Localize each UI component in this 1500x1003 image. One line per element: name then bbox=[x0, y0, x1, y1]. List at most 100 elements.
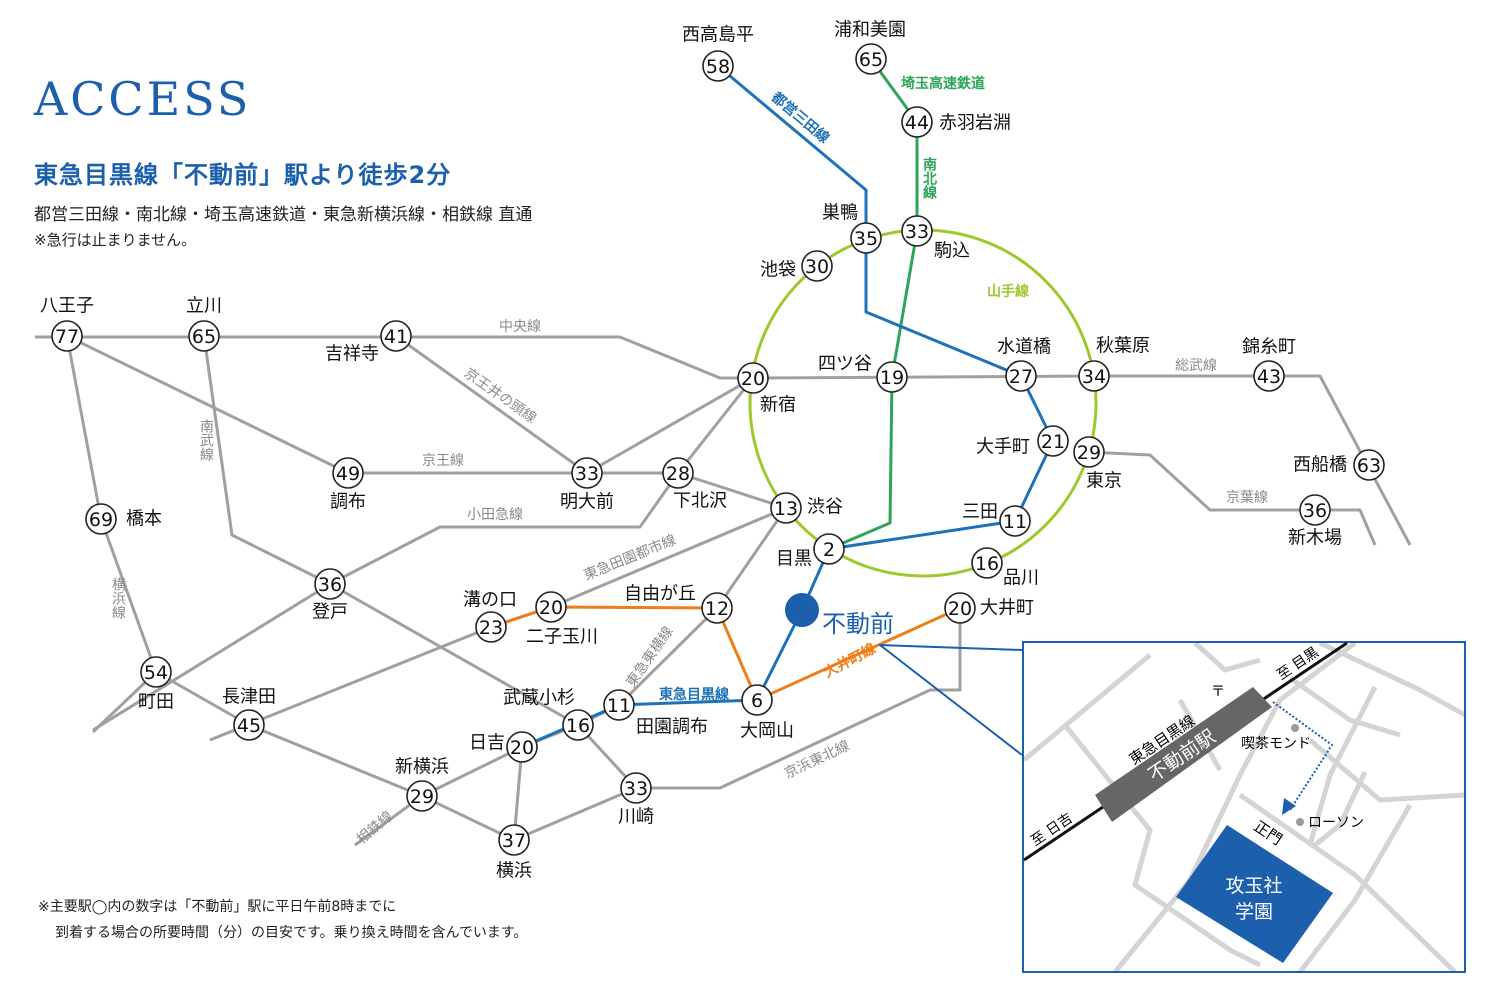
station-marker bbox=[1005, 360, 1037, 392]
station-marker bbox=[188, 320, 220, 352]
home-station[interactable]: 不動前 bbox=[785, 593, 894, 638]
chuo-east bbox=[752, 374, 1095, 380]
station-name: 秋葉原 bbox=[1096, 336, 1150, 357]
line-label: 大井町線 bbox=[821, 640, 878, 681]
station-marker bbox=[876, 361, 908, 393]
station-name: 浦和美園 bbox=[834, 20, 906, 41]
access-headline: 東急目黒線「不動前」駅より徒歩2分 bbox=[34, 161, 452, 189]
station-minutes: 35 bbox=[854, 228, 878, 250]
station-minutes: 2 bbox=[823, 539, 835, 561]
station-marker bbox=[506, 731, 538, 763]
station-minutes: 33 bbox=[575, 463, 599, 485]
inset-school-building bbox=[1176, 825, 1333, 963]
station-marker bbox=[406, 780, 438, 812]
station-marker bbox=[571, 457, 603, 489]
station-minutes: 16 bbox=[975, 553, 999, 575]
station-name: 渋谷 bbox=[807, 497, 843, 518]
station-name: 駒込 bbox=[934, 241, 970, 262]
store-label: ローソン bbox=[1308, 815, 1364, 831]
station-minutes: 33 bbox=[905, 221, 929, 243]
keiyo-line bbox=[1088, 450, 1377, 546]
line-label: 東急田園都市線 bbox=[581, 531, 678, 583]
station-name: 目黒 bbox=[776, 549, 812, 570]
school-name-line-2: 学園 bbox=[1235, 901, 1273, 923]
station-minutes: 49 bbox=[336, 463, 360, 485]
station-minutes: 58 bbox=[706, 56, 730, 78]
line-label: 南北線 bbox=[921, 156, 937, 200]
station-marker bbox=[850, 222, 882, 254]
station[interactable]: 34 秋葉原 bbox=[1078, 336, 1150, 392]
station-minutes: 34 bbox=[1082, 366, 1106, 388]
station-marker bbox=[233, 709, 265, 741]
station-minutes: 37 bbox=[502, 830, 526, 852]
post-office-icon: 〒 bbox=[1211, 684, 1225, 700]
station-name: 大岡山 bbox=[740, 721, 794, 742]
line-label: 京王井の頭線 bbox=[461, 365, 539, 426]
station[interactable]: 33 川崎 bbox=[618, 772, 654, 828]
keio-shinjuku-link bbox=[586, 376, 754, 475]
station[interactable]: 65 浦和美園 bbox=[834, 20, 906, 75]
station-name: 錦糸町 bbox=[1242, 337, 1296, 358]
station-marker bbox=[1073, 436, 1105, 468]
station-marker bbox=[1037, 425, 1069, 457]
station-marker bbox=[1299, 494, 1331, 526]
station-marker bbox=[855, 43, 887, 75]
station-minutes: 65 bbox=[859, 49, 883, 71]
station-minutes: 69 bbox=[89, 509, 113, 531]
footnote-line-1: ※主要駅◯内の数字は「不動前」駅に平日午前8時までに bbox=[38, 899, 397, 915]
station-minutes: 33 bbox=[624, 778, 648, 800]
station-name: 三田 bbox=[962, 502, 998, 523]
station-marker bbox=[1078, 360, 1110, 392]
line-label: 埼玉高速鉄道 bbox=[901, 75, 985, 92]
station-name: 自由が丘 bbox=[624, 584, 696, 605]
station-minutes: 27 bbox=[1009, 366, 1033, 388]
station-name: 田園調布 bbox=[636, 717, 708, 738]
station-marker bbox=[662, 457, 694, 489]
station[interactable]: 2 目黒 bbox=[776, 533, 845, 570]
station-name: 川崎 bbox=[618, 807, 654, 828]
station-name: 四ツ谷 bbox=[818, 354, 872, 375]
station-marker bbox=[741, 684, 773, 716]
line-label: 京王線 bbox=[422, 453, 464, 469]
cafe-label: 喫茶モンド bbox=[1241, 736, 1311, 752]
station-marker bbox=[813, 533, 845, 565]
station-name: 町田 bbox=[138, 692, 174, 713]
